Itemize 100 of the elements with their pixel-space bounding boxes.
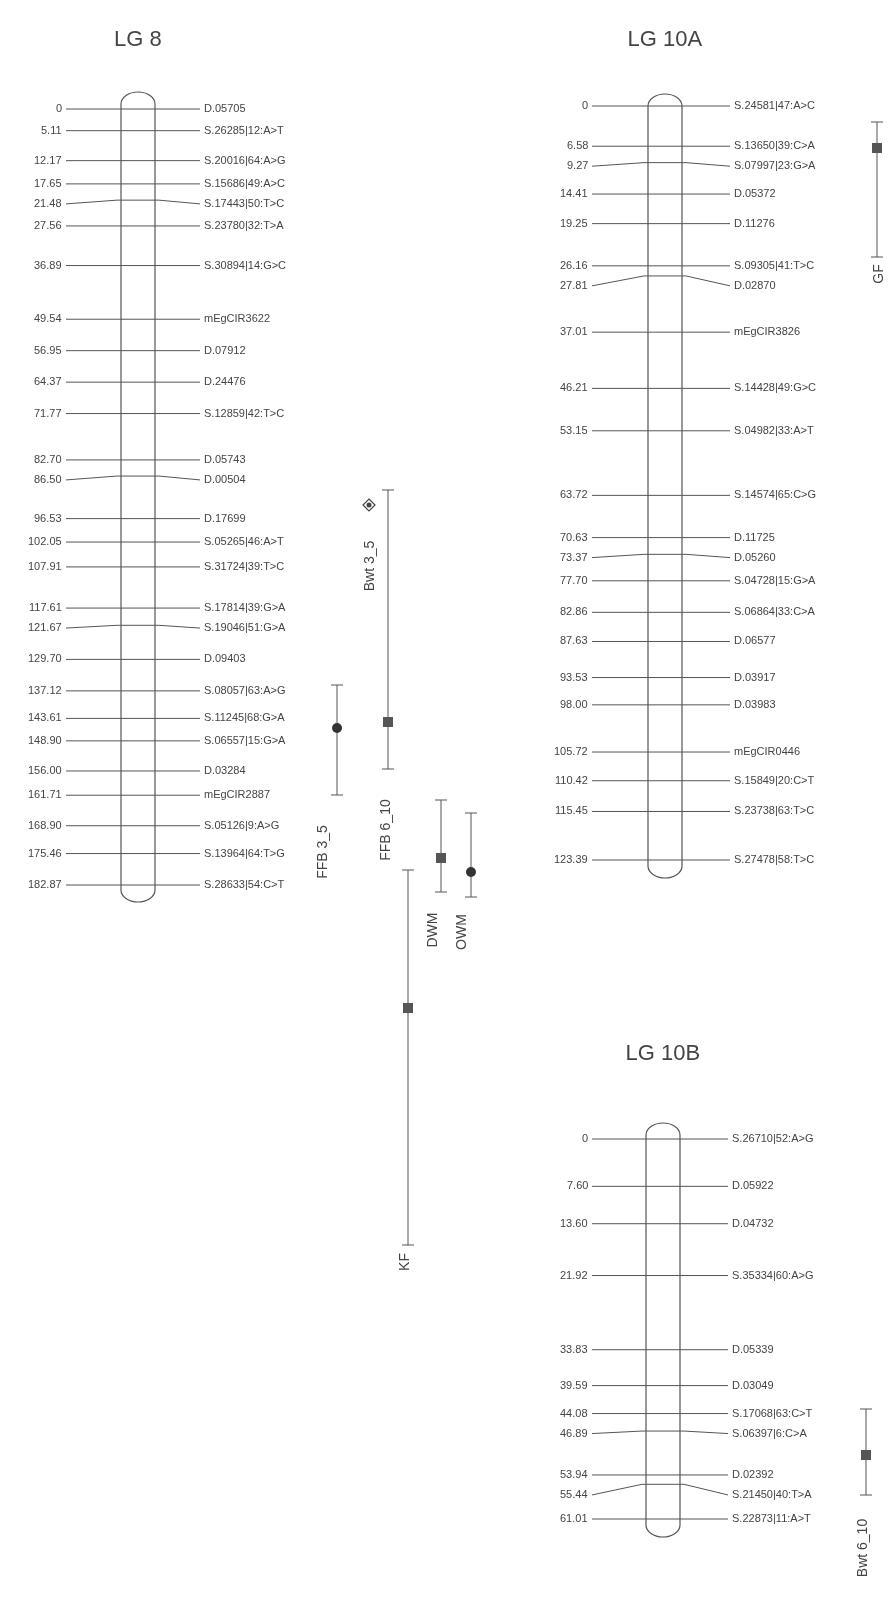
map-position: 39.59 bbox=[560, 1378, 588, 1392]
marker-name: S.19046|51:G>A bbox=[204, 621, 286, 635]
map-position: 37.01 bbox=[560, 325, 588, 339]
qtl-label: Bwt 6_10 bbox=[854, 1518, 871, 1578]
map-position: 102.05 bbox=[28, 535, 62, 549]
map-position: 21.48 bbox=[34, 196, 62, 210]
qtl-label: GF bbox=[869, 264, 886, 284]
marker-name: S.04728|15:G>A bbox=[734, 573, 816, 587]
map-position: 143.61 bbox=[28, 711, 62, 725]
map-position: 13.60 bbox=[560, 1216, 588, 1230]
marker-name: S.15849|20:C>T bbox=[734, 773, 815, 787]
marker-name: S.26285|12:A>T bbox=[204, 123, 284, 137]
linkage-group-title: LG 10B bbox=[625, 1040, 701, 1066]
map-position: 9.27 bbox=[567, 159, 589, 173]
marker-name: S.23780|32:T>A bbox=[204, 218, 284, 232]
linkage-group-title: LG 10A bbox=[627, 26, 703, 52]
map-position: 27.56 bbox=[34, 218, 62, 232]
map-position: 36.89 bbox=[34, 258, 62, 272]
map-position: 156.00 bbox=[28, 763, 62, 777]
map-position: 117.61 bbox=[29, 601, 62, 615]
map-position: 77.70 bbox=[560, 573, 588, 587]
marker-name: D.11276 bbox=[734, 216, 775, 230]
map-position: 64.37 bbox=[34, 375, 62, 389]
map-position: 70.63 bbox=[560, 530, 588, 544]
qtl-label: DWM bbox=[423, 912, 439, 948]
marker-name: D.03049 bbox=[732, 1378, 774, 1392]
map-position: 73.37 bbox=[560, 550, 588, 564]
marker-name: S.17068|63:C>T bbox=[732, 1406, 813, 1420]
marker-name: D.05743 bbox=[204, 452, 246, 466]
marker-name: mEgCIR3826 bbox=[734, 325, 801, 339]
map-position: 46.21 bbox=[560, 381, 588, 395]
marker-name: D.09403 bbox=[204, 652, 246, 666]
map-position: 53.94 bbox=[560, 1467, 588, 1481]
linkage-group-title: LG 8 bbox=[114, 26, 162, 52]
map-position: 5.11 bbox=[41, 123, 62, 137]
map-position: 148.90 bbox=[28, 733, 62, 747]
marker-name: S.24581|47:A>C bbox=[734, 99, 815, 112]
map-position: 0 bbox=[582, 99, 589, 112]
marker-name: S.28633|54:C>T bbox=[204, 878, 285, 891]
marker-name: D.07912 bbox=[204, 343, 246, 357]
marker-name: D.02392 bbox=[732, 1467, 774, 1481]
map-position: 105.72 bbox=[554, 745, 588, 758]
marker-name: S.20016|64:A>G bbox=[204, 153, 286, 167]
marker-name: S.15686|49:A>C bbox=[204, 176, 285, 190]
qtl-label: Bwt 3_5 bbox=[360, 540, 377, 592]
map-position: 71.77 bbox=[34, 406, 62, 420]
qtl-label: KF bbox=[395, 1253, 412, 1271]
qtl-label: FFB 6_10 bbox=[376, 799, 393, 861]
map-position: 87.63 bbox=[560, 634, 588, 648]
marker-name: S.05265|46:A>T bbox=[204, 535, 284, 549]
marker-name: S.11245|68:G>A bbox=[204, 711, 285, 725]
map-position: 123.39 bbox=[554, 853, 588, 866]
marker-name: S.06397|6:C>A bbox=[732, 1426, 807, 1440]
map-position: 33.83 bbox=[560, 1342, 588, 1356]
marker-name: S.06864|33:C>A bbox=[734, 605, 815, 619]
map-position: 129.70 bbox=[28, 652, 62, 666]
marker-name: S.26710|52:A>G bbox=[732, 1132, 814, 1145]
map-position: 110.42 bbox=[555, 773, 588, 787]
marker-name: D.11725 bbox=[734, 530, 775, 544]
marker-name: D.03983 bbox=[734, 697, 776, 711]
marker-name: S.04982|33:A>T bbox=[734, 423, 814, 437]
marker-name: S.23738|63:T>C bbox=[734, 804, 815, 818]
marker-name: S.06557|15:G>A bbox=[204, 733, 286, 747]
qtl-label: FFB 3_5 bbox=[313, 825, 330, 879]
marker-name: D.03917 bbox=[734, 670, 776, 684]
marker-name: S.21450|40:T>A bbox=[732, 1487, 812, 1501]
marker-name: S.31724|39:T>C bbox=[204, 559, 285, 573]
marker-name: D.05260 bbox=[734, 550, 776, 564]
marker-name: S.30894|14:G>C bbox=[204, 258, 287, 272]
qtl-label: OWM bbox=[452, 914, 469, 950]
map-position: 115.45 bbox=[555, 804, 588, 818]
map-position: 19.25 bbox=[560, 216, 588, 230]
marker-name: S.07997|23:G>A bbox=[734, 159, 816, 173]
marker-name: mEgCIR0446 bbox=[734, 745, 801, 758]
map-position: 0 bbox=[582, 1132, 589, 1145]
marker-name: D.05922 bbox=[732, 1179, 774, 1193]
marker-name: D.17699 bbox=[204, 511, 246, 525]
marker-name: S.22873|11:A>T bbox=[732, 1512, 811, 1525]
marker-name: S.17814|39:G>A bbox=[204, 601, 286, 615]
map-position: 12.17 bbox=[34, 153, 62, 167]
marker-name: S.17443|50:T>C bbox=[204, 196, 285, 210]
marker-name: D.04732 bbox=[732, 1216, 774, 1230]
map-position: 21.92 bbox=[560, 1268, 588, 1282]
map-position: 0 bbox=[56, 102, 63, 115]
marker-name: D.05372 bbox=[734, 187, 776, 201]
marker-name: D.00504 bbox=[204, 472, 246, 486]
map-position: 53.15 bbox=[560, 423, 588, 437]
marker-name: D.24476 bbox=[204, 375, 246, 389]
marker-name: D.05339 bbox=[732, 1342, 774, 1356]
marker-name: S.14428|49:G>C bbox=[734, 381, 817, 395]
map-position: 137.12 bbox=[28, 683, 62, 697]
map-position: 46.89 bbox=[560, 1426, 588, 1440]
map-position: 49.54 bbox=[34, 312, 62, 326]
map-position: 63.72 bbox=[560, 488, 588, 502]
marker-name: S.35334|60:A>G bbox=[732, 1268, 814, 1282]
map-position: 82.70 bbox=[34, 452, 62, 466]
map-position: 182.87 bbox=[28, 878, 62, 891]
map-position: 121.67 bbox=[28, 621, 62, 635]
marker-name: S.14574|65:C>G bbox=[734, 488, 817, 502]
map-position: 17.65 bbox=[34, 176, 62, 190]
